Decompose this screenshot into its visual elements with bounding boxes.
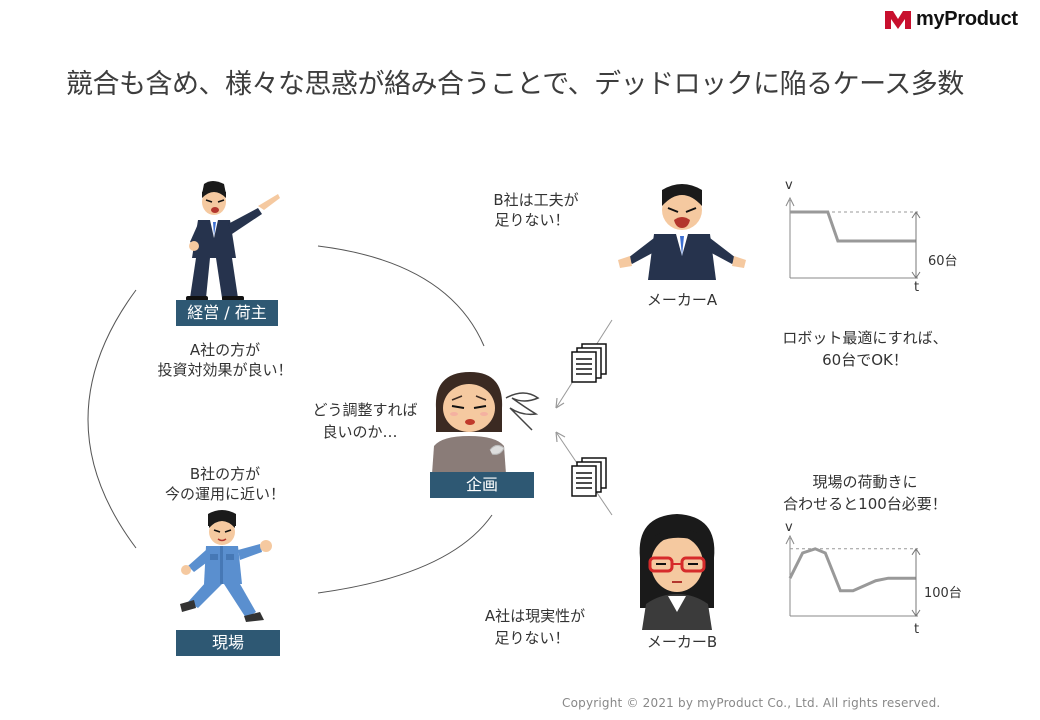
document-stack-icon-a — [571, 343, 607, 383]
management-person-icon — [186, 181, 280, 301]
maker-a-label: メーカーA — [646, 291, 718, 309]
field-worker-icon — [180, 510, 272, 622]
arc-top — [317, 245, 485, 347]
chart-a-span-arrow-bottom — [911, 271, 921, 279]
maker-b-speech-line2: 足りない！ — [494, 629, 570, 647]
chart-a-series-line — [790, 210, 916, 243]
arrow-maker-a-head — [555, 397, 565, 409]
chart-b-span-arrow-top — [911, 547, 921, 556]
robot-speech-line2: 60台でOK！ — [822, 351, 908, 369]
management-speech-line2: 投資対効果が良い！ — [157, 361, 293, 379]
robot-speech-line1: ロボット最適にすれば、 — [782, 329, 948, 347]
site-speech-line2: 合わせると100台必要！ — [783, 495, 947, 513]
arc-bottom — [317, 514, 493, 594]
management-label: 経営 / 荷主 — [176, 300, 278, 326]
chart-b-y-arrow — [785, 534, 795, 545]
arrow-maker-b-head — [555, 431, 566, 443]
planning-speech-line2: 良いのか… — [322, 423, 398, 441]
chart-b-annotation: 100台 — [924, 586, 962, 601]
copyright-footer: Copyright © 2021 by myProduct Co., Ltd. … — [562, 696, 941, 710]
chart-a-annotation: 60台 — [928, 254, 958, 269]
maker-a-speech-line1: B社は工夫が — [493, 191, 579, 209]
management-speech-line1: A社の方が — [189, 341, 261, 359]
brand-mark-icon — [885, 10, 911, 29]
chart-b-xlabel: t — [914, 622, 920, 637]
site-speech-line1: 現場の荷動きに — [812, 473, 918, 491]
planning-speech-line1: どう調整すれば — [312, 401, 418, 419]
field-speech-line1: B社の方が — [189, 465, 261, 483]
chart-a-ylabel: v — [785, 178, 793, 193]
field-label: 現場 — [176, 630, 280, 656]
chart-b-ylabel: v — [785, 520, 793, 535]
planning-person-icon — [432, 372, 540, 474]
page-title: 競合も含め、様々な思惑が絡み合うことで、デッドロックに陥るケース多数 — [66, 69, 964, 100]
chart-b-series-line — [788, 547, 916, 593]
speed-chart-a — [785, 196, 921, 279]
speed-chart-b — [785, 534, 921, 617]
document-stack-icon-b — [571, 457, 607, 497]
planning-label: 企画 — [430, 472, 534, 498]
maker-a-person-icon — [618, 184, 746, 280]
maker-a-speech-line2: 足りない！ — [494, 211, 570, 229]
chart-a-span-arrow-top — [911, 211, 921, 219]
chart-a-xlabel: t — [914, 280, 920, 295]
chart-b-span-arrow-bottom — [911, 609, 921, 617]
brand-logo: myProduct — [884, 8, 1018, 31]
brand-name: myProduct — [916, 8, 1018, 30]
field-speech-line2: 今の運用に近い！ — [164, 485, 285, 503]
maker-b-speech-line1: A社は現実性が — [484, 607, 586, 625]
arc-left — [87, 289, 137, 549]
maker-b-label: メーカーB — [646, 633, 718, 651]
maker-b-person-icon — [639, 514, 715, 630]
chart-a-y-arrow — [785, 196, 795, 207]
